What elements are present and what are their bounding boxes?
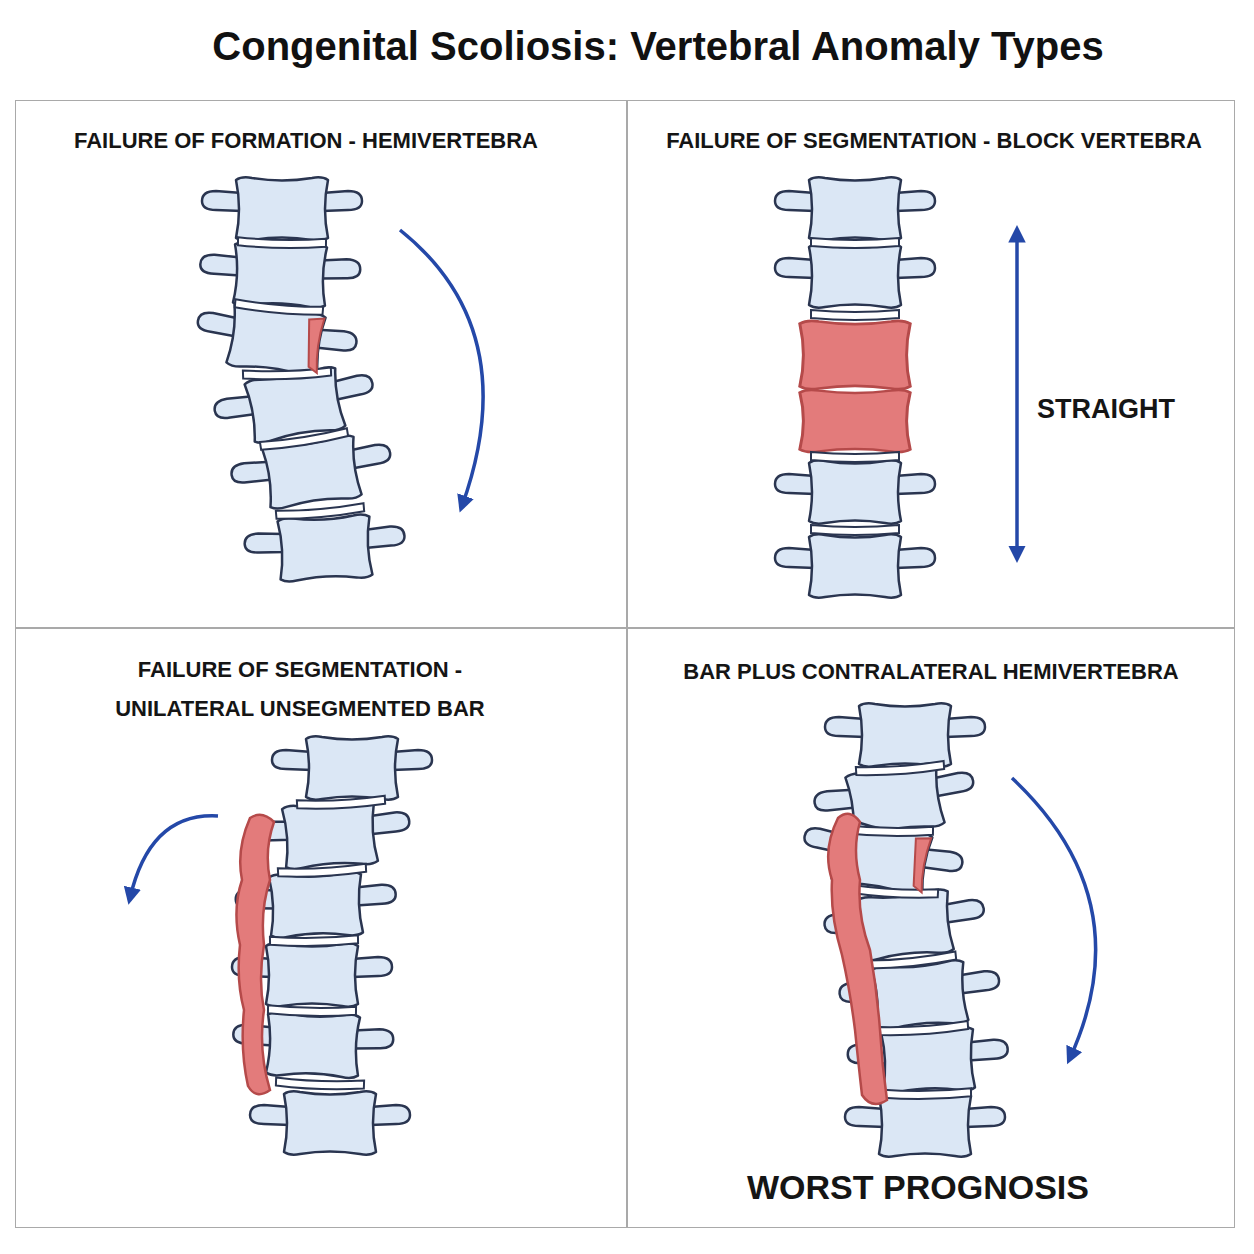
panel-heading: FAILURE OF SEGMENTATION - BLOCK VERTEBRA	[639, 128, 1229, 154]
intervertebral-disc	[811, 310, 899, 320]
vertebra	[243, 512, 406, 584]
vertebra	[775, 244, 935, 307]
fused-body	[800, 321, 910, 389]
intervertebral-disc	[883, 1088, 971, 1100]
intervertebral-disc	[850, 885, 938, 900]
spine-column	[798, 703, 1009, 1156]
block-vertebra	[800, 321, 910, 452]
vertebra	[250, 1091, 410, 1154]
panel-heading: FAILURE OF FORMATION - HEMIVERTEBRA	[11, 128, 601, 154]
curve-arrow	[130, 816, 218, 898]
fused-body	[800, 390, 910, 452]
spine-column	[232, 736, 432, 1154]
intervertebral-disc	[235, 299, 324, 317]
panel-box: FAILURE OF FORMATION - HEMIVERTEBRA	[15, 100, 627, 628]
vertebra	[775, 534, 935, 597]
vertebra	[199, 241, 361, 310]
intervertebral-disc	[811, 452, 899, 462]
intervertebral-disc	[276, 1077, 364, 1090]
panel-label: STRAIGHT	[996, 393, 1216, 425]
unsegmented-bar	[828, 814, 887, 1104]
intervertebral-disc	[811, 238, 899, 248]
intervertebral-disc	[260, 428, 348, 452]
straight-arrow	[1015, 232, 1019, 556]
curve-arrow	[1012, 778, 1096, 1058]
panel-box: BAR PLUS CONTRALATERAL HEMIVERTEBRA WORST…	[627, 628, 1235, 1228]
spine-column	[775, 177, 935, 597]
intervertebral-disc	[297, 796, 385, 811]
panel-heading: FAILURE OF SEGMENTATION - UNILATERAL UNS…	[70, 651, 530, 728]
intervertebral-disc	[880, 1021, 968, 1037]
disc-group	[811, 238, 899, 535]
hemivertebra-wedge	[302, 316, 325, 373]
vertebra	[775, 177, 935, 240]
intervertebral-disc	[243, 367, 331, 380]
diagram-title: Congenital Scoliosis: Vertebral Anomaly …	[108, 22, 1208, 70]
vertebra	[775, 460, 935, 523]
panel-heading: BAR PLUS CONTRALATERAL HEMIVERTEBRA	[633, 659, 1229, 685]
panel-box: FAILURE OF SEGMENTATION - BLOCK VERTEBRA…	[627, 100, 1235, 628]
intervertebral-disc	[268, 1005, 356, 1017]
intervertebral-disc	[238, 237, 326, 249]
hemivertebra-group	[302, 316, 325, 373]
panel-box: FAILURE OF SEGMENTATION - UNILATERAL UNS…	[15, 628, 627, 1228]
intervertebral-disc	[276, 503, 365, 521]
vertebra	[272, 736, 432, 799]
intervertebral-disc	[811, 525, 899, 535]
hemivertebra-group	[907, 836, 931, 893]
intervertebral-disc	[278, 864, 366, 879]
vertebra	[202, 177, 362, 240]
hemivertebra-wedge	[907, 836, 931, 893]
intervertebral-disc	[270, 935, 358, 947]
spine-column	[192, 177, 406, 583]
disc-group	[268, 796, 385, 1091]
vertebra	[825, 703, 985, 766]
unsegmented-bar	[236, 815, 274, 1094]
disc-group	[235, 237, 365, 521]
intervertebral-disc	[856, 761, 944, 777]
curve-arrow	[400, 230, 483, 506]
intervertebral-disc	[868, 951, 957, 970]
panel-label: WORST PROGNOSIS	[698, 1167, 1138, 1208]
